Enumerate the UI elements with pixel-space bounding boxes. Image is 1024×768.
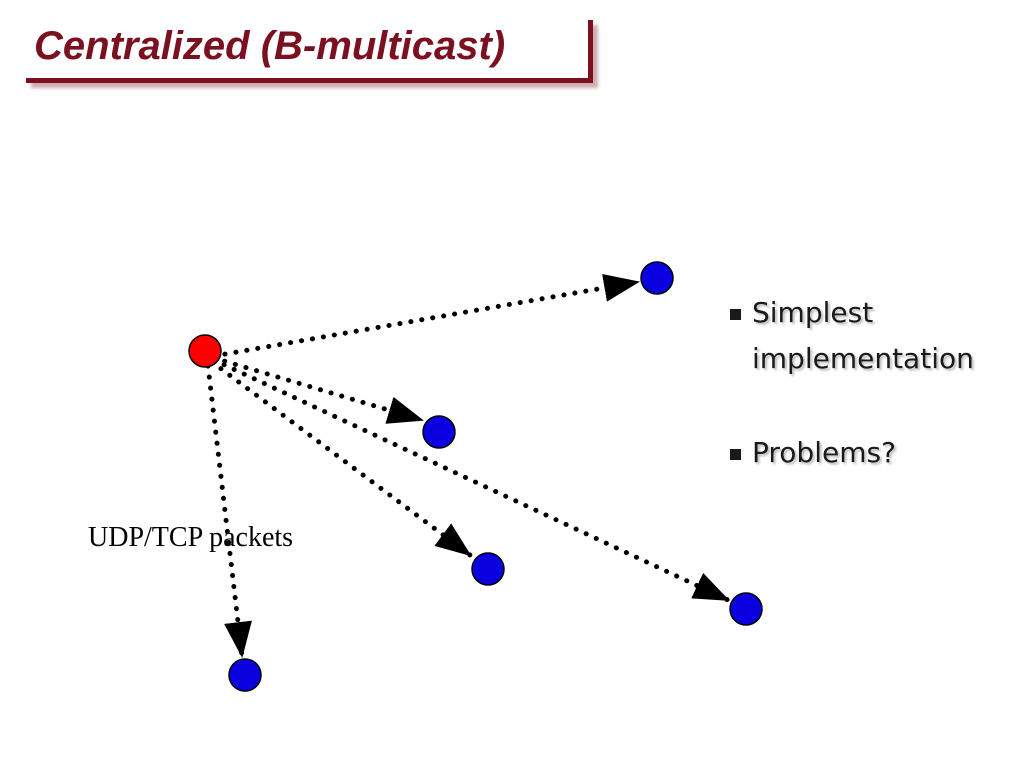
bullet-list: Simplest implementation Problems? — [728, 290, 1018, 524]
square-bullet-icon — [730, 309, 741, 320]
edge-to-receiver-3 — [209, 359, 473, 558]
nodes — [188, 261, 763, 692]
receiver-node-1 — [640, 261, 674, 295]
receiver-node-2 — [422, 415, 456, 449]
bullet-item: Simplest implementation — [728, 290, 1018, 382]
receiver-node-5 — [228, 658, 262, 692]
packets-caption: UDP/TCP packets — [88, 522, 294, 553]
title-box: Centralized (B-multicast) — [26, 20, 593, 83]
edge-to-receiver-1 — [211, 274, 641, 359]
receiver-node-3 — [471, 552, 505, 586]
edge-to-receiver-2 — [211, 355, 425, 424]
bullet-item: Problems? — [728, 430, 1018, 476]
sender-node — [188, 334, 222, 368]
bullet-text: Problems? — [752, 436, 896, 469]
receiver-node-4 — [729, 592, 763, 626]
bullet-text: Simplest implementation — [752, 296, 974, 375]
square-bullet-icon — [730, 449, 741, 460]
edges — [205, 274, 731, 659]
edge-to-receiver-5 — [205, 363, 252, 659]
edge-to-receiver-4 — [211, 357, 731, 603]
slide-title: Centralized (B-multicast) — [34, 24, 506, 68]
